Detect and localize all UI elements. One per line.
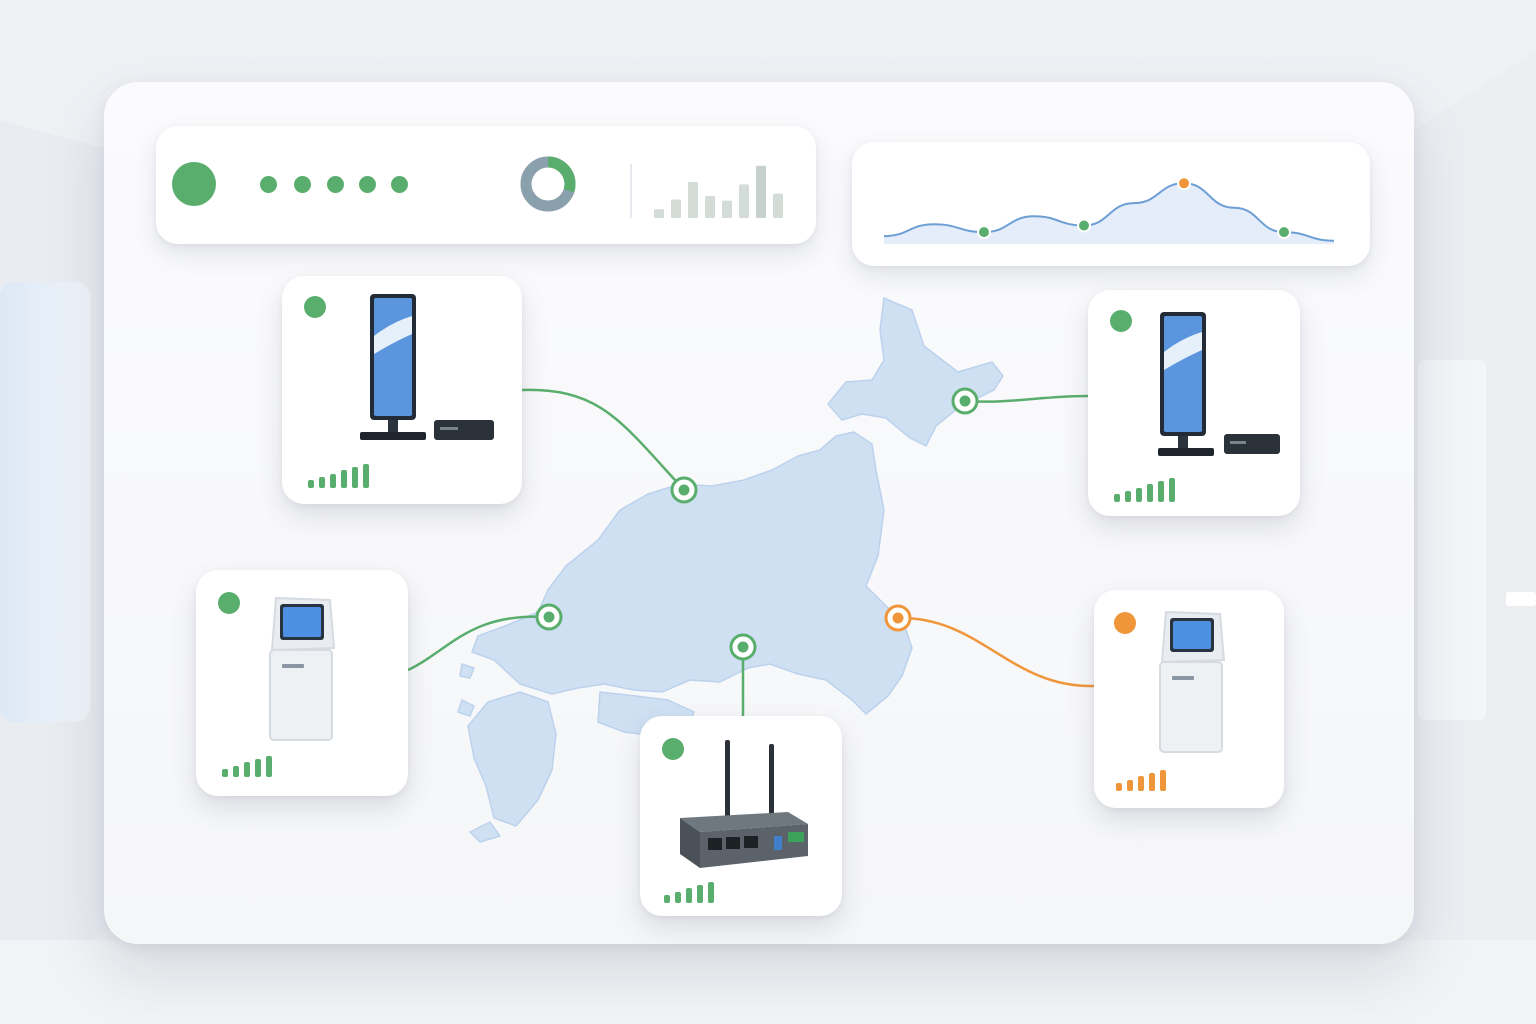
trend-panel [852,142,1370,266]
signal-bar [330,473,336,488]
signal-bar [319,476,325,488]
connection-line [521,388,685,491]
signal-bar [363,464,369,488]
signal-bar [1116,782,1122,791]
signal-bar [1169,478,1175,502]
map-node-signage-east[interactable] [951,387,979,415]
signal-bar [1138,776,1144,791]
signal-bar [1149,773,1155,791]
honshu-region [471,431,913,715]
trend-marker[interactable] [1077,218,1091,233]
device-card-signage-east[interactable] [1088,290,1300,516]
island-small-2 [469,821,501,843]
signal-bar [352,467,358,488]
mini-bar [671,199,681,218]
status-dot [259,175,277,193]
device-card-router-central[interactable] [640,716,842,916]
status-indicator [1114,612,1136,634]
signal-bar [233,765,239,777]
device-card-signage-north[interactable] [282,276,522,504]
japan-map [457,297,1004,843]
device-card-kiosk-west[interactable] [196,570,408,796]
status-indicator [662,738,684,760]
status-dot [390,175,408,193]
signal-bar [222,768,228,777]
map-node-signage-north[interactable] [670,476,698,504]
digital-signage-icon [360,294,494,440]
signal-bar [1136,487,1142,502]
mini-bar-chart [654,165,783,218]
connection-line [964,394,1089,403]
trend-marker[interactable] [977,225,991,240]
status-dot [358,175,376,193]
primary-status-dot [172,162,216,206]
kyushu-region [467,691,557,827]
signal-bar [686,888,692,903]
signal-bar [1158,481,1164,502]
mini-bar [688,182,698,218]
signal-strength-bars [664,882,714,903]
signal-bar [255,759,261,777]
status-dot [326,175,344,193]
header-stats-panel [156,126,816,244]
status-dot [293,175,311,193]
trend-line-chart [883,176,1335,244]
signal-bar [697,885,703,903]
mini-bar [773,193,783,218]
map-node-kiosk-west[interactable] [535,603,563,631]
kiosk-icon [1159,610,1226,753]
header-divider [630,164,632,218]
signal-bar [664,894,670,903]
device-card-kiosk-southeast[interactable] [1094,590,1284,808]
signal-bar [1147,484,1153,502]
signal-bar [708,882,714,903]
hokkaido-region [827,297,1004,447]
map-nodes [535,387,979,661]
connection-line [407,615,550,672]
map-node-kiosk-southeast[interactable] [884,604,912,632]
signal-strength-bars [222,756,272,777]
status-indicator [218,592,240,614]
island-small-1 [457,699,475,717]
signal-bar [1125,490,1131,502]
digital-signage-icon [1158,312,1280,456]
mini-bar [756,165,766,218]
status-indicator [1110,310,1132,332]
mini-bar [739,184,749,218]
signal-bar [1160,770,1166,791]
trend-marker[interactable] [1277,225,1291,240]
signal-bar [341,470,347,488]
trend-area [884,183,1334,244]
connection-line [897,616,1095,688]
signal-bar [308,480,314,488]
status-indicator [304,296,326,318]
trend-marker[interactable] [1177,176,1191,191]
map-node-router-central[interactable] [729,633,757,661]
router-icon [680,740,808,868]
mini-bar [722,200,732,218]
signal-strength-bars [1114,478,1175,502]
connection-lines [407,388,1095,716]
donut-segment [520,156,576,212]
signal-bar [675,891,681,903]
mini-bar [654,209,664,218]
signal-strength-bars [308,464,369,488]
island-small-3 [459,663,475,679]
signal-bar [1127,779,1133,791]
signal-bar [244,762,250,777]
uptime-donut-chart [520,156,576,212]
trend-line [883,182,1335,242]
signal-strength-bars [1116,770,1166,791]
kiosk-icon [269,596,336,741]
mini-bar [705,195,715,218]
signal-bar [1114,494,1120,502]
signal-bar [266,756,272,777]
